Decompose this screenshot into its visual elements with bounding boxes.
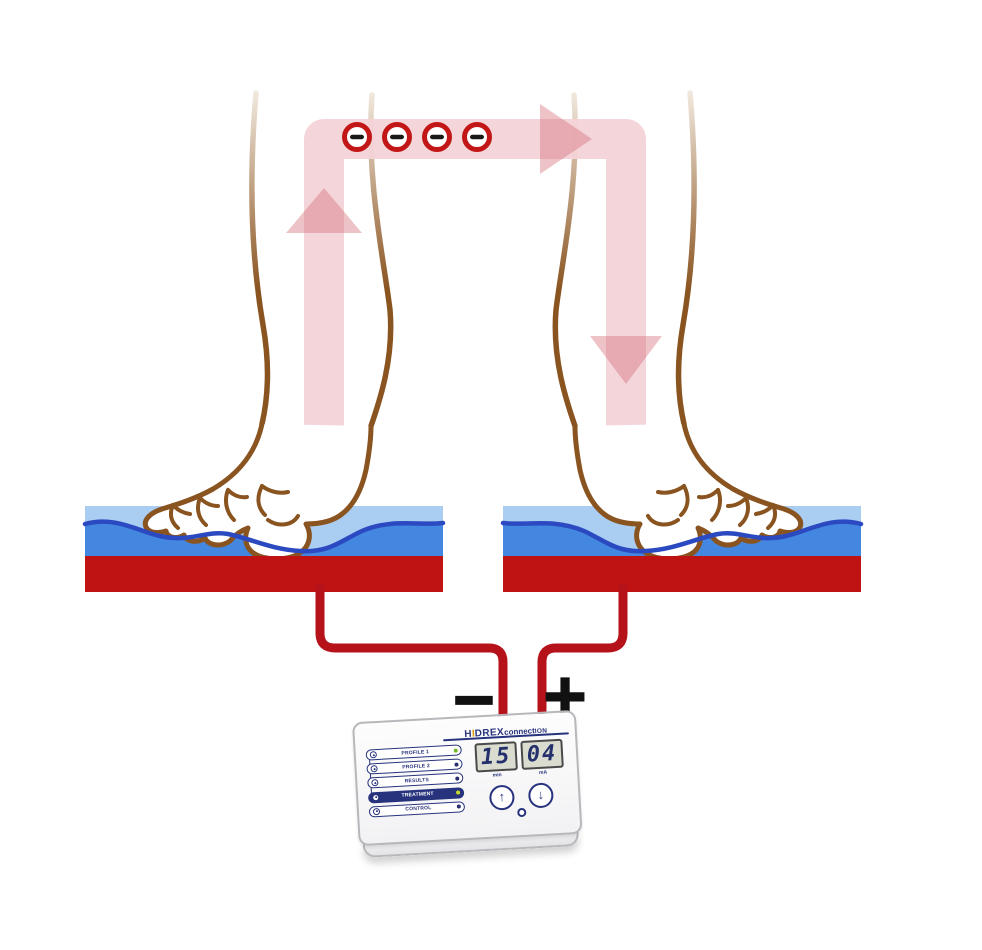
menu-item-label: RESULTS <box>404 777 430 785</box>
menu-item-icon <box>370 765 378 773</box>
menu-item-label: TREATMENT <box>401 790 434 799</box>
menu-led-indicator <box>456 804 461 809</box>
menu-button-treatment[interactable]: TREATMENT <box>367 786 465 804</box>
arrow-up-icon: ↑ <box>498 788 506 805</box>
current-unit-label: mA <box>538 769 548 776</box>
menu-button-profile-1[interactable]: PROFILE 1 <box>365 744 462 761</box>
menu-item-label: PROFILE 1 <box>401 748 430 757</box>
panel-seam-dot <box>517 807 527 818</box>
lcd-current-display: 04 <box>520 738 564 770</box>
device-menu: PROFILE 1 PROFILE 2 RESULTS TREATMENT <box>365 744 466 820</box>
minus-polarity-icon <box>342 122 372 152</box>
minutes-unit-label: min <box>492 772 502 779</box>
minus-polarity-icon <box>462 122 492 152</box>
display-and-controls: 15 04 min mA ↑ ↓ <box>467 738 573 818</box>
left-electrode-cable <box>315 584 508 732</box>
device-front-panel: HIDREXconnectION PROFILE 1 PROFILE 2 RE <box>351 709 583 847</box>
current-arrow-up-icon <box>286 188 362 233</box>
current-arrow-right-icon <box>540 104 592 174</box>
menu-led-indicator <box>455 776 460 781</box>
menu-button-results[interactable]: RESULTS <box>367 772 464 789</box>
hidrex-control-device: HIDREXconnectION PROFILE 1 PROFILE 2 RE <box>351 709 584 872</box>
menu-led-indicator <box>454 762 459 767</box>
menu-item-icon <box>369 751 378 759</box>
menu-led-indicator <box>453 748 458 753</box>
minus-polarity-icon <box>422 122 452 152</box>
lcd-minutes-display: 15 <box>474 741 518 773</box>
menu-item-icon <box>372 793 380 801</box>
menu-button-profile-2[interactable]: PROFILE 2 <box>366 758 463 775</box>
left-water-tray <box>85 424 443 592</box>
current-flow-band <box>304 119 646 478</box>
increase-button[interactable]: ↑ <box>488 784 516 811</box>
arrow-down-icon: ↓ <box>537 786 545 803</box>
menu-item-label: PROFILE 2 <box>402 762 431 771</box>
menu-led-indicator <box>455 790 461 795</box>
menu-item-icon <box>372 807 381 816</box>
current-arrow-down-icon <box>590 336 662 384</box>
minus-polarity-icon <box>382 122 412 152</box>
decrease-button[interactable]: ↓ <box>527 782 555 809</box>
polarity-marker-row <box>342 122 492 152</box>
lcd-display-group: 15 04 <box>467 738 570 773</box>
adjust-buttons: ↑ ↓ <box>470 781 573 818</box>
right-water-tray <box>503 424 861 592</box>
menu-item-label: CONTROL <box>405 805 432 813</box>
menu-item-icon <box>371 779 379 787</box>
menu-button-control[interactable]: CONTROL <box>368 800 466 818</box>
right-electrode-cable <box>537 584 628 730</box>
